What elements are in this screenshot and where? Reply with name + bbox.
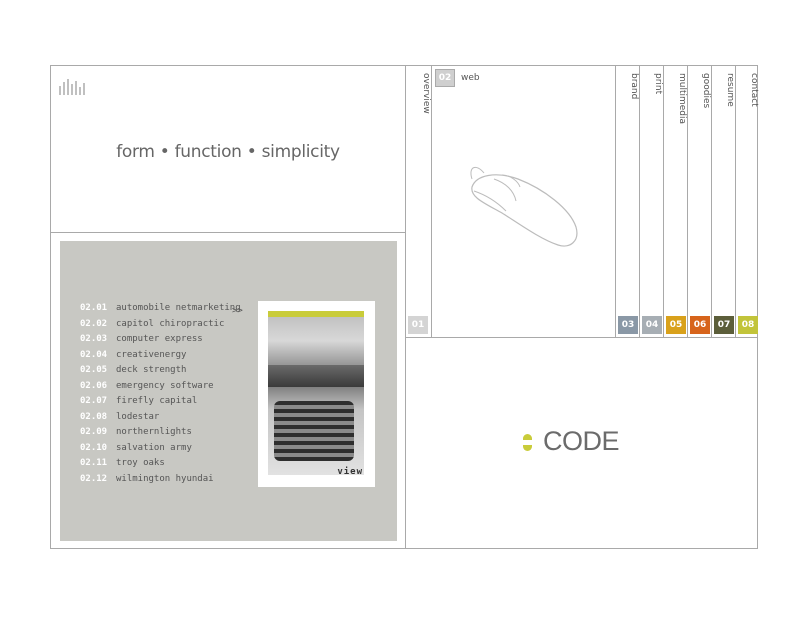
- project-row[interactable]: 02.08 lodestar: [80, 412, 241, 428]
- project-name: automobile netmarketing: [116, 303, 241, 313]
- project-preview[interactable]: view: [258, 301, 375, 487]
- divider-left: [51, 232, 405, 233]
- project-name: northernlights: [116, 427, 192, 437]
- project-name: salvation army: [116, 442, 192, 453]
- project-number: 02.07: [80, 396, 108, 406]
- project-number: 02.09: [80, 427, 108, 437]
- code-glyph-icon: [523, 445, 532, 451]
- nav-number-resume[interactable]: 07: [714, 316, 734, 334]
- logo-mark-icon: [59, 75, 89, 95]
- project-panel: 02.01 automobile netmarketing 02.02 capitol…: [60, 241, 397, 541]
- divider-vertical-main: [405, 66, 406, 548]
- project-row[interactable]: 02.12 wilmington hyundai: [80, 474, 241, 490]
- preview-accent-bar: [268, 311, 364, 317]
- project-row[interactable]: 02.06 emergency software: [80, 381, 241, 397]
- tagline: form • function • simplicity: [116, 142, 340, 162]
- project-name: deck strength: [116, 365, 187, 375]
- project-name: creativenergy: [116, 349, 187, 360]
- preview-vent: [274, 401, 354, 461]
- project-name: lodestar: [116, 411, 160, 422]
- tab-resume[interactable]: resume: [725, 73, 735, 107]
- project-row[interactable]: 02.11 troy oaks: [80, 458, 241, 474]
- project-name: firefly capital: [116, 396, 198, 406]
- preview-image: [268, 311, 364, 475]
- nav-number-multimedia[interactable]: 05: [666, 316, 686, 334]
- code-glyph-icon: [523, 434, 532, 440]
- tab-contact[interactable]: contact: [749, 73, 759, 107]
- nav-number-goodies[interactable]: 06: [690, 316, 710, 334]
- project-row[interactable]: 02.07 firefly capital: [80, 396, 241, 412]
- project-number: 02.06: [80, 380, 108, 391]
- nav-number-print[interactable]: 04: [642, 316, 662, 334]
- nav-number-contact[interactable]: 08: [738, 316, 758, 334]
- tab-multimedia[interactable]: multimedia: [677, 73, 687, 125]
- tab-brand[interactable]: brand: [629, 73, 639, 100]
- project-number: 02.03: [80, 334, 108, 344]
- project-number: 02.05: [80, 365, 108, 375]
- nav-number-web[interactable]: 02: [435, 69, 455, 87]
- divider-tab: [735, 66, 736, 337]
- divider-web-area: [615, 66, 616, 337]
- project-number: 02.11: [80, 458, 108, 468]
- selected-arrow: >>: [232, 306, 243, 316]
- tab-web[interactable]: web: [461, 73, 480, 83]
- project-row[interactable]: 02.02 capitol chiropractic: [80, 319, 241, 335]
- project-row[interactable]: 02.09 northernlights: [80, 427, 241, 443]
- project-row[interactable]: 02.01 automobile netmarketing: [80, 303, 241, 319]
- divider-right: [405, 337, 757, 338]
- project-number: 02.02: [80, 318, 108, 329]
- project-row[interactable]: 02.10 salvation army: [80, 443, 241, 459]
- project-number: 02.10: [80, 442, 108, 453]
- project-number: 02.04: [80, 349, 108, 360]
- project-name: wilmington hyundai: [116, 473, 214, 484]
- nav-number-brand[interactable]: 03: [618, 316, 638, 334]
- project-number: 02.08: [80, 411, 108, 422]
- divider-tab: [663, 66, 664, 337]
- brand-name: CODE: [543, 426, 620, 456]
- preview-dashboard: [268, 365, 364, 387]
- nav-number-overview[interactable]: 01: [408, 316, 428, 334]
- project-name: capitol chiropractic: [116, 318, 225, 329]
- project-number: 02.12: [80, 473, 108, 484]
- project-list: 02.01 automobile netmarketing 02.02 capitol…: [80, 303, 241, 489]
- tab-print[interactable]: print: [653, 73, 663, 95]
- project-name: emergency software: [116, 380, 214, 391]
- site-frame: form • function • simplicity 02.01 automo…: [50, 65, 759, 549]
- project-name: troy oaks: [116, 458, 165, 468]
- tab-overview[interactable]: overview: [421, 73, 431, 114]
- divider-tab: [639, 66, 640, 337]
- mouse-icon: [470, 166, 578, 247]
- project-name: computer express: [116, 334, 203, 344]
- view-button[interactable]: view: [337, 467, 363, 477]
- project-row[interactable]: 02.03 computer express: [80, 334, 241, 350]
- project-row[interactable]: 02.05 deck strength: [80, 365, 241, 381]
- project-row[interactable]: 02.04 creativenergy: [80, 350, 241, 366]
- tab-goodies[interactable]: goodies: [701, 73, 711, 109]
- divider-overview: [431, 66, 432, 337]
- divider-tab: [687, 66, 688, 337]
- divider-tab: [711, 66, 712, 337]
- project-number: 02.01: [80, 303, 108, 313]
